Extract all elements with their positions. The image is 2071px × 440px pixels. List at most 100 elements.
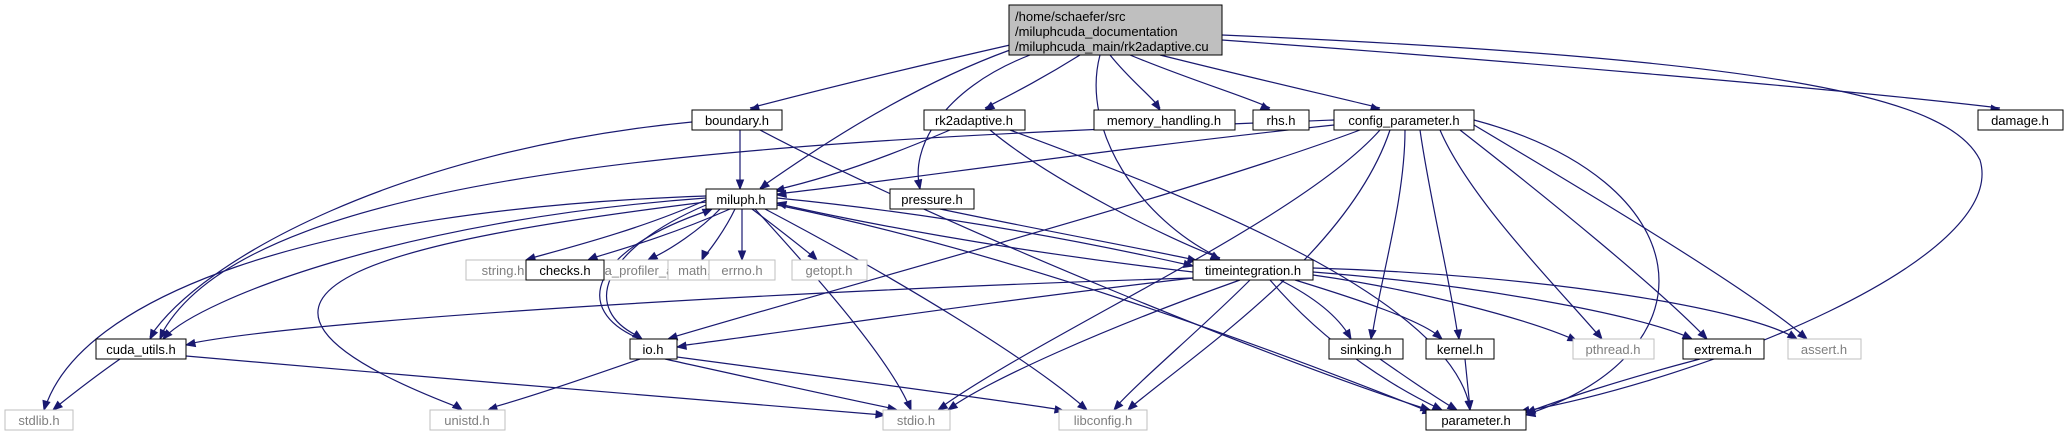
arrowhead	[1431, 402, 1444, 411]
arrowhead	[184, 338, 197, 348]
node-errno-h[interactable]: errno.h	[708, 259, 776, 281]
arrowhead	[1368, 328, 1377, 341]
node-extrema-h[interactable]: extrema.h	[1682, 338, 1765, 360]
edge-miluph-timeintegration	[776, 197, 1195, 269]
node-pressure-h[interactable]: pressure.h	[889, 188, 975, 210]
node-label: rhs.h	[1267, 113, 1296, 128]
edge-timeintegration-assert	[1312, 267, 1799, 340]
node-label: math.h	[678, 263, 718, 278]
node-label: timeintegration.h	[1205, 263, 1301, 278]
edge-root-memory-handling	[1109, 54, 1161, 112]
node-label: stdlib.h	[18, 413, 59, 428]
arrowhead	[42, 399, 51, 412]
node-memory-handling-h[interactable]: memory_handling.h	[1093, 109, 1236, 131]
node-label: config_parameter.h	[1348, 113, 1459, 128]
edge-timeintegration-kernel	[1294, 279, 1444, 340]
arrowhead	[913, 178, 923, 191]
edge-root-timeintegration	[1095, 54, 1222, 261]
edge-timeintegration-extrema	[1312, 271, 1694, 340]
arrowhead	[1077, 400, 1089, 411]
node-miluph-h[interactable]: miluph.h	[705, 188, 778, 210]
node-rk2adaptive-h[interactable]: rk2adaptive.h	[923, 109, 1026, 131]
edges-layer	[42, 34, 2002, 419]
node-string-h[interactable]: string.h	[465, 259, 541, 281]
edge-timeintegration-io	[675, 277, 1194, 350]
node-rhs-h[interactable]: rhs.h	[1252, 109, 1310, 131]
arrowhead	[1127, 400, 1138, 411]
node-stdio-h[interactable]: stdio.h	[882, 409, 951, 431]
arrowhead	[675, 341, 687, 350]
arrowhead	[451, 401, 464, 411]
edge-miluph-cuda-utils	[162, 197, 707, 341]
edge-root-boundary	[748, 44, 1011, 112]
node-assert-h[interactable]: assert.h	[1787, 338, 1862, 360]
node-label: string.h	[482, 263, 525, 278]
arrowhead	[701, 249, 710, 262]
node-label: extrema.h	[1694, 342, 1752, 357]
edge-miluph-libconfig	[764, 208, 1089, 411]
node-parameter-h[interactable]: parameter.h	[1425, 409, 1527, 431]
edge-config-cuda-utils	[159, 119, 1335, 341]
node-checks-h[interactable]: checks.h	[525, 259, 605, 281]
node-pthread-h[interactable]: pthread.h	[1572, 338, 1655, 360]
node-label: getopt.h	[806, 263, 853, 278]
node-label: libconfig.h	[1074, 413, 1133, 428]
node-unistd-h[interactable]: unistd.h	[429, 409, 506, 431]
edge-config-libconfig	[1127, 129, 1391, 411]
node-io-h[interactable]: io.h	[629, 338, 678, 360]
node-libconfig-h[interactable]: libconfig.h	[1058, 409, 1148, 431]
node-label: pthread.h	[1586, 342, 1641, 357]
edge-cuda-utils-stdio	[185, 355, 887, 419]
edge-io-unistd	[486, 358, 641, 412]
node-config-parameter-h[interactable]: config_parameter.h	[1333, 109, 1475, 131]
node-timeintegration-h[interactable]: timeintegration.h	[1192, 259, 1314, 281]
arrowhead	[1681, 331, 1694, 340]
arrowhead	[936, 401, 949, 411]
arrowhead	[775, 189, 787, 199]
node-label: memory_handling.h	[1107, 113, 1221, 128]
arrowhead	[1592, 328, 1603, 341]
edge-miluph-checks	[586, 208, 731, 261]
node-sinking-h[interactable]: sinking.h	[1328, 338, 1404, 360]
node-boundary-h[interactable]: boundary.h	[691, 109, 783, 131]
edge-miluph-string	[524, 199, 707, 262]
arrowhead	[983, 101, 996, 111]
edge-cuda-utils-stdlib	[51, 358, 121, 411]
edge-config-assert	[1473, 124, 1809, 340]
node-getopt-h[interactable]: getopt.h	[791, 259, 868, 281]
edge-kernel-parameter	[1464, 358, 1474, 412]
node-cuda-utils-h[interactable]: cuda_utils.h	[95, 338, 187, 360]
edge-boundary-cuda-utils	[149, 121, 693, 341]
edge-timeintegration-miluph	[775, 201, 1194, 273]
edge-config-miluph	[775, 124, 1335, 199]
node-rk2adaptive-cu[interactable]: /home/schaefer/src /miluphcuda_documenta…	[1008, 4, 1223, 56]
arrowhead	[1113, 400, 1124, 412]
arrowhead	[1524, 405, 1537, 414]
edge-timeintegration-pthread	[1312, 274, 1579, 342]
arrowhead	[646, 251, 659, 261]
node-label: stdio.h	[897, 413, 935, 428]
edge-timeintegration-cuda-utils	[184, 277, 1194, 348]
arrowhead	[1453, 329, 1463, 341]
edge-miluph-cuda-profiler	[646, 208, 721, 261]
node-label: assert.h	[1801, 342, 1847, 357]
node-damage-h[interactable]: damage.h	[1977, 109, 2064, 131]
arrowhead	[1342, 328, 1352, 341]
node-kernel-h[interactable]: kernel.h	[1425, 338, 1495, 360]
root-line-2: /miluphcuda_documentation	[1015, 24, 1178, 39]
edge-miluph-stdlib	[42, 195, 707, 412]
edge-timeintegration-sinking	[1279, 279, 1352, 341]
edge-config-stdio	[936, 129, 1381, 411]
node-stdlib-h[interactable]: stdlib.h	[4, 409, 74, 431]
edge-config-sinking	[1368, 129, 1406, 341]
arrowhead	[1151, 99, 1161, 112]
arrowhead	[159, 328, 168, 341]
node-label: io.h	[643, 342, 664, 357]
edge-rk2adaptive-h-timeintegration	[989, 129, 1222, 261]
edge-root-rhs	[1129, 54, 1272, 111]
node-label: pressure.h	[901, 192, 962, 207]
edge-miluph-errno	[737, 209, 747, 262]
arrowhead	[162, 329, 173, 341]
arrowhead	[758, 179, 771, 190]
edge-root-miluph	[758, 49, 1011, 190]
